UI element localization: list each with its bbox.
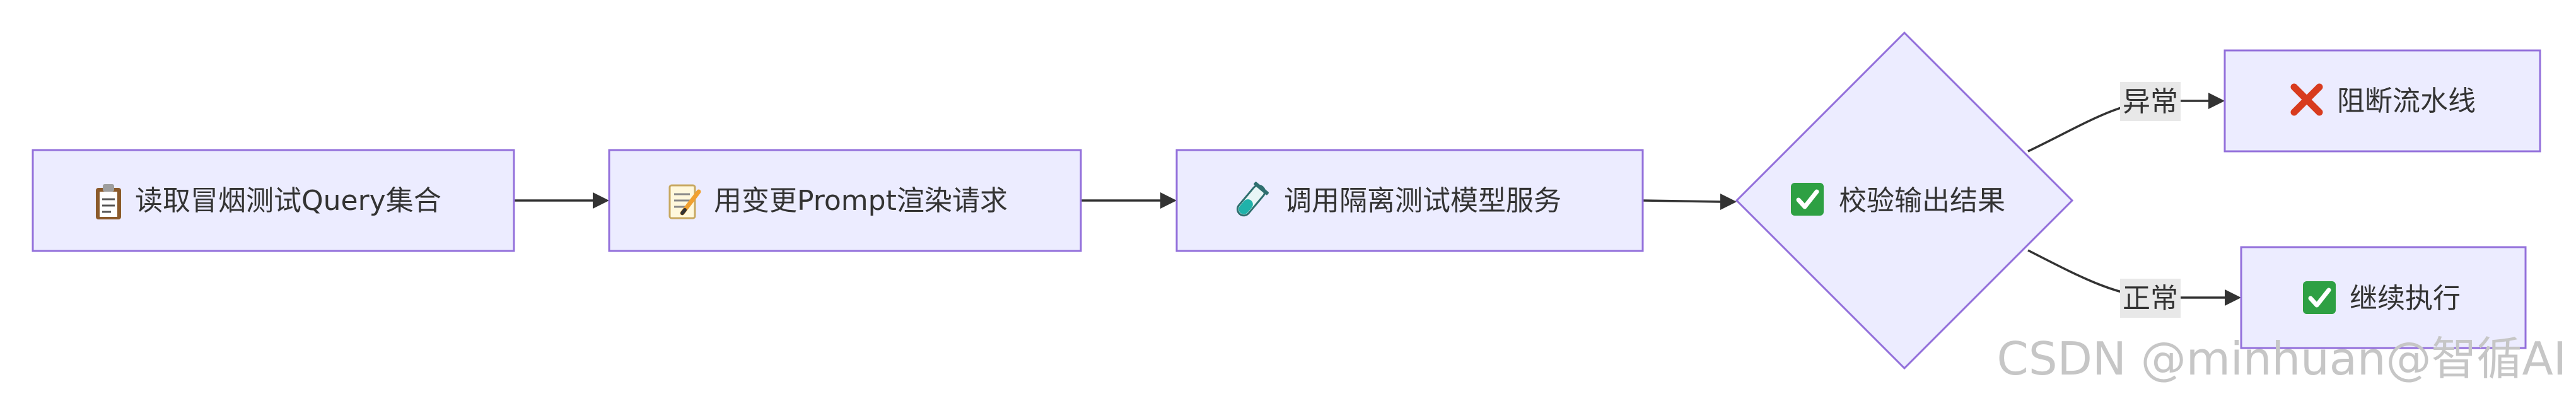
node-read-queries: 读取冒烟测试Query集合 — [32, 149, 515, 252]
arrowhead — [1160, 192, 1177, 209]
edge-validate-to-block — [2027, 100, 2208, 153]
node-label: 调用隔离测试模型服务 — [1284, 185, 1561, 217]
edge-label-abnormal-text: 异常 — [2123, 86, 2178, 118]
node-block-pipeline: 阻断流水线 — [2223, 49, 2541, 153]
node-label: 校验输出结果 — [1839, 185, 2005, 217]
check-mark-button-icon — [1791, 183, 1824, 216]
clipboard-icon — [96, 184, 121, 219]
node-box — [2223, 49, 2541, 153]
edge-label-abnormal: 异常 — [2120, 82, 2181, 121]
node-box — [2240, 246, 2527, 349]
arrowhead — [2225, 289, 2241, 306]
edge-label-background — [2120, 279, 2181, 318]
edge-label-normal: 正常 — [2120, 279, 2181, 318]
arrowhead — [2208, 93, 2225, 109]
node-label: 继续执行 — [2350, 282, 2461, 315]
memo-icon — [668, 184, 701, 219]
node-label: 用变更Prompt渲染请求 — [714, 185, 1008, 217]
edge-call-to-validate — [1642, 199, 1721, 203]
node-continue: 继续执行 — [2240, 246, 2527, 349]
arrowhead — [1720, 194, 1737, 210]
cross-mark-icon — [2290, 83, 2323, 116]
node-render-prompt: 用变更Prompt渲染请求 — [608, 149, 1082, 252]
arrowhead — [593, 192, 609, 209]
node-label: 读取冒烟测试Query集合 — [135, 185, 441, 217]
check-mark-button-icon — [2303, 281, 2336, 314]
node-call-model: 调用隔离测试模型服务 — [1175, 149, 1644, 252]
decision-diamond — [1735, 31, 2074, 370]
edge-label-normal-text: 正常 — [2123, 282, 2178, 315]
watermark: CSDN @minhuan@智循AI — [1997, 332, 2567, 385]
test-tube-icon — [1236, 182, 1269, 217]
edge-label-background — [2120, 82, 2181, 121]
node-validate: 校验输出结果 — [1735, 31, 2074, 370]
node-label: 阻断流水线 — [2337, 85, 2476, 117]
